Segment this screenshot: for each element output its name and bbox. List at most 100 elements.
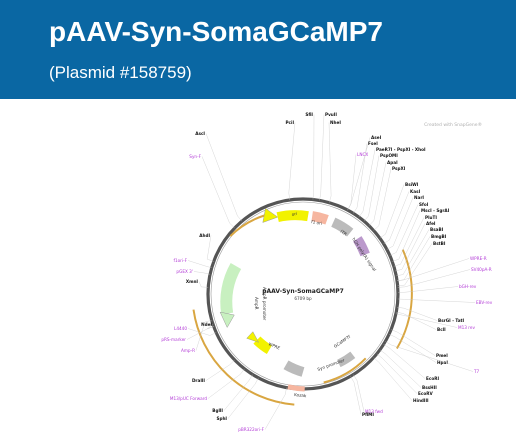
primer-label: M13 fwd [365,409,383,414]
primer-label-leader [187,328,217,336]
backbone-inner-line [210,201,396,387]
enzyme-label-leader [379,184,405,239]
plasmid-map: Created with SnapGene® ori AmpR AmpR pro… [161,112,492,432]
enzyme-label-leader [358,149,376,218]
enzyme-label: PaeR7I - PspXI - XhoI [376,147,426,152]
feature-label-ampr: AmpR [254,297,259,310]
enzyme-label-leader [392,210,421,262]
enzyme-label: BsrGI - TatI [438,318,465,323]
primer-label-leader [193,271,211,275]
primer-label: LNCX [357,152,368,157]
primer-label-leader [207,368,245,399]
feature-ampr [220,263,242,315]
enzyme-label: PvuII [325,112,337,117]
enzyme-label-leader [391,329,436,356]
enzyme-label-leader [396,311,437,330]
enzyme-label: BsiWI [405,182,419,187]
feature-ori-arrow [262,207,279,223]
primer-label: M13 rev [458,325,475,330]
feature-syn-promoter [336,351,356,368]
primer-label: Amp-R [181,348,195,353]
feature-label-ampr-promoter: AmpR promoter [262,287,267,321]
primer-label: Syn-F [189,154,201,159]
enzyme-label: SfiI [305,112,313,117]
enzyme-label-leader [198,281,209,288]
feature-ampr-arrow [219,311,235,329]
enzyme-label: AhdI [199,233,210,238]
enzyme-label-leader [395,223,426,272]
primer-label-leader [395,313,458,328]
enzyme-label-leader [386,197,414,250]
primer-label-leader [397,269,471,288]
feature-label-itr: ITR [339,229,347,237]
feature-label-gcamp7f: GCaMP7f [333,334,352,349]
enzyme-label: XmnI [186,279,199,284]
feature-hgh-polya [353,236,370,257]
enzyme-label: MscI - SgrAI [421,208,450,213]
primer-label: WPRE-R [470,256,487,261]
feature-label-ori: ori [291,211,297,217]
primer-label: pGEX 3' [176,269,193,274]
primer-label-leader [397,286,459,293]
enzyme-label-leader [397,243,433,286]
enzyme-label-leader [319,114,325,201]
primer-label-leader [187,260,212,268]
primer-label: bGH-rev [459,284,477,289]
enzyme-label: DraIII [192,378,205,383]
enzyme-label: BstBI [433,241,446,246]
enzyme-label: EcoRI [426,376,439,381]
enzyme-label: BmgBI [431,234,447,239]
enzyme-label-leader [223,374,253,411]
plasmid-size: 6709 bp [294,296,312,301]
primer-label-leader [186,326,214,340]
feature-label-kozak: Kozak [294,392,307,398]
primer-label: M13/pUC Forward [170,396,208,401]
primer-label-leader [353,374,365,412]
plasmid-map-area: Created with SnapGene® ori AmpR AmpR pro… [0,99,516,436]
primer-label: pRS-marker [161,337,186,342]
enzyme-label-leader [205,359,235,381]
enzyme-label: PflMI [362,412,374,417]
primer-label: pBR322ori-F [238,427,264,432]
enzyme-label-leader [373,168,392,231]
snapgene-credit: Created with SnapGene® [424,121,482,128]
primer-label: L4440 [174,326,187,331]
primer-label: SV40pA-R [471,267,492,272]
primer-label-leader [397,298,476,303]
enzyme-label-leader [376,353,418,394]
enzyme-label: EcoRV [418,391,433,396]
enzyme-label-leader [312,114,315,200]
enzyme-label-leader [396,229,430,277]
enzyme-label: BglII [212,408,223,413]
enzyme-label-leader [328,122,332,203]
enzyme-label: HindIII [413,398,429,403]
enzyme-label: SphI [216,416,227,421]
enzyme-label-leader [368,162,387,226]
feature-kozak [287,384,305,392]
feature-itr [331,217,354,237]
enzyme-label-leader [389,333,437,363]
enzyme-label-leader [205,133,243,222]
enzyme-label: AseI [371,135,382,140]
enzyme-label: SfoI [419,202,429,207]
enzyme-label: ApaI [387,160,398,165]
feature-itr-2 [283,360,305,377]
feature-wpre-arrow [246,331,260,343]
enzyme-label: BsaBI [430,227,444,232]
plasmid-id-subtitle: (Plasmid #158759) [49,63,192,82]
enzyme-label: HpaI [437,360,448,365]
primer-label-leader [264,387,287,430]
enzyme-label-leader [397,307,438,321]
primer-label-leader [347,154,357,211]
enzyme-label-leader [227,377,259,419]
enzyme-label: KasI [410,189,421,194]
enzyme-label: AfeI [426,221,436,226]
primer-arc-bottom [323,357,367,384]
enzyme-label-leader [389,204,419,256]
enzyme-label-leader [288,122,296,200]
primer-arc-top [229,214,265,237]
primer-arc-left [192,309,295,406]
enzyme-label: PspOMI [380,153,398,158]
